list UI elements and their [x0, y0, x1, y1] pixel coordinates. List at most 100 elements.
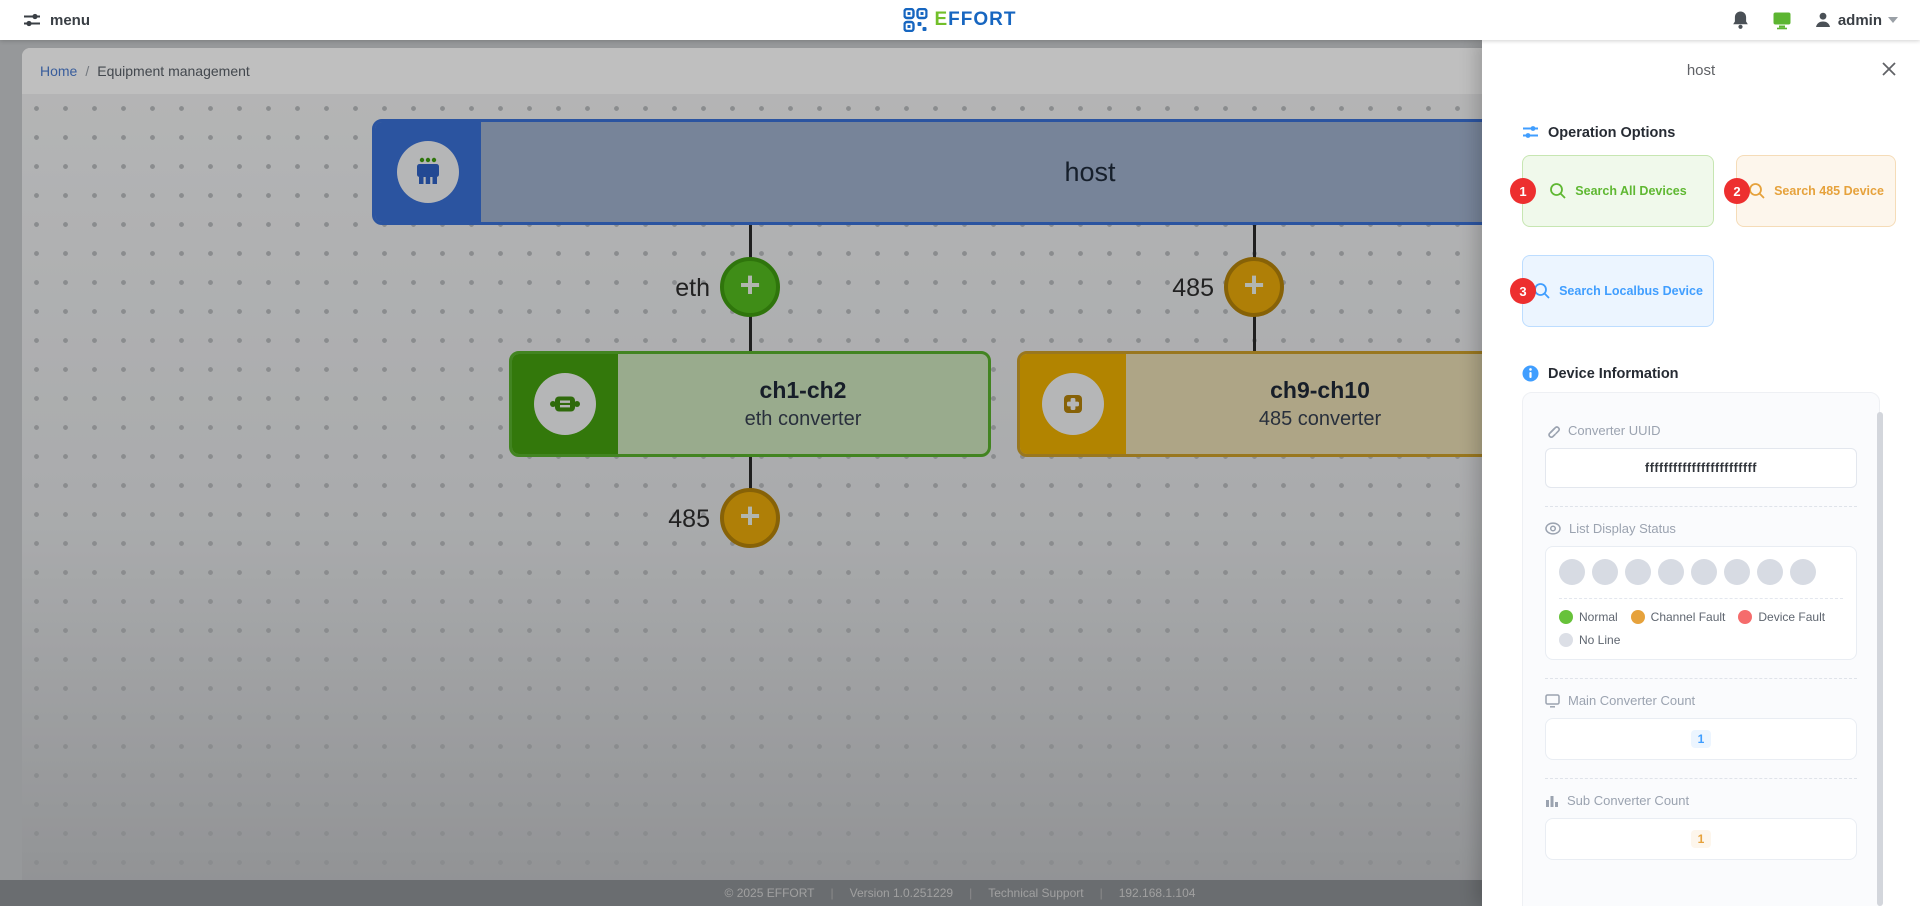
user-menu[interactable]: admin [1814, 11, 1898, 29]
search-485-device-label: Search 485 Device [1774, 184, 1884, 198]
operation-buttons: 1 Search All Devices 2 Search 485 Device… [1510, 155, 1920, 327]
plus-icon: + [739, 264, 761, 305]
status-circle [1658, 559, 1684, 585]
close-icon [1882, 62, 1896, 76]
add-485-device-button-bottom[interactable]: + [720, 488, 780, 548]
no-line-status-dot [1559, 633, 1573, 647]
main-converter-count-value: 1 [1690, 730, 1712, 748]
ch9-body: ch9-ch10 485 converter [1126, 354, 1514, 454]
search-all-devices-button[interactable]: 1 Search All Devices [1510, 155, 1714, 227]
host-body: host [481, 122, 1699, 222]
485-converter-icon [1064, 395, 1082, 413]
ch9-icon-section [1020, 354, 1126, 454]
legend-device-fault-label: Device Fault [1758, 610, 1826, 624]
topbar-actions: admin [1731, 10, 1898, 30]
legend-item-normal: Normal [1559, 610, 1618, 624]
operation-options-title: Operation Options [1548, 124, 1676, 141]
drawer-scrollbar[interactable] [1877, 412, 1883, 906]
host-icon-section [375, 122, 481, 222]
search-icon [1749, 183, 1765, 199]
add-eth-device-button[interactable]: + [720, 257, 780, 317]
bell-icon [1733, 11, 1748, 29]
list-display-status-label: List Display Status [1569, 521, 1676, 536]
node-host[interactable]: host [372, 119, 1702, 225]
plus-icon: + [739, 495, 761, 536]
status-legend: Normal Channel Fault Device Fault No Lin… [1559, 610, 1843, 647]
status-circle [1757, 559, 1783, 585]
legend-channel-fault-label: Channel Fault [1650, 610, 1726, 624]
device-information-title: Device Information [1548, 365, 1679, 382]
footer-technical-support-link[interactable]: Technical Support [988, 886, 1084, 900]
legend-item-channel-fault: Channel Fault [1630, 610, 1726, 624]
footer-copyright: © 2025 EFFORT [724, 886, 815, 900]
drawer-close-button[interactable] [1880, 60, 1898, 78]
breadcrumb-home-link[interactable]: Home [40, 63, 78, 79]
add-485-device-button-top[interactable]: + [1224, 257, 1284, 317]
search-485-device-button[interactable]: 2 Search 485 Device [1724, 155, 1896, 227]
converter-uuid-field[interactable]: ffffffffffffffffffffffff [1545, 448, 1857, 488]
divider [1545, 678, 1857, 679]
breadcrumb-current: Equipment management [97, 63, 250, 79]
list-display-status-label-row: List Display Status [1545, 521, 1857, 536]
ch9-icon-circle [1042, 373, 1104, 435]
divider [1559, 598, 1843, 599]
sub-converter-count-label: Sub Converter Count [1567, 793, 1690, 808]
ch9-subtitle: 485 converter [1258, 408, 1382, 430]
status-circle [1592, 559, 1618, 585]
device-status-button[interactable] [1772, 11, 1792, 30]
converter-uuid-label: Converter UUID [1568, 423, 1661, 438]
menu-label: menu [50, 11, 91, 29]
main-converter-count-label-row: Main Converter Count [1545, 693, 1857, 708]
monitor-online-icon [1773, 12, 1791, 29]
branch-label-485-top: 485 [1172, 274, 1214, 302]
footer-separator: | [830, 886, 834, 900]
ch9-title: ch9-ch10 [1270, 377, 1370, 403]
step-badge-2: 2 [1724, 178, 1750, 204]
brand-wordmark: EFFORT [934, 9, 1016, 31]
monitor-icon [1545, 693, 1560, 708]
breadcrumb-separator: / [85, 63, 90, 79]
eye-icon [1545, 522, 1561, 535]
device-information-header: Device Information [1522, 365, 1920, 382]
username: admin [1837, 11, 1882, 29]
status-placeholder-circles [1559, 559, 1843, 585]
device-fault-status-dot [1738, 610, 1753, 624]
menu-button[interactable]: menu [22, 10, 90, 30]
status-box: Normal Channel Fault Device Fault No Lin… [1545, 546, 1857, 660]
ch1-icon-section [512, 354, 618, 454]
user-icon [1815, 12, 1830, 27]
chevron-down-icon [1888, 17, 1898, 23]
sliders-icon [24, 13, 40, 27]
host-detail-drawer: host Operation Options 1 Search All Devi… [1482, 40, 1920, 906]
brand-qr-icon [903, 8, 928, 32]
brand-logo[interactable]: EFFORT [903, 0, 1016, 40]
search-localbus-device-label: Search Localbus Device [1559, 284, 1703, 298]
info-icon [1522, 365, 1539, 382]
footer-separator: | [969, 886, 973, 900]
plus-icon: + [1243, 264, 1265, 305]
notifications-button[interactable] [1731, 10, 1750, 30]
legend-item-no-line: No Line [1559, 633, 1620, 647]
device-info-card: Converter UUID ffffffffffffffffffffffff … [1522, 392, 1880, 906]
eth-converter-icon [550, 396, 580, 412]
branch-label-485-bottom: 485 [668, 505, 710, 533]
footer-version: Version 1.0.251229 [849, 886, 954, 900]
legend-no-line-label: No Line [1579, 633, 1621, 647]
search-localbus-device-button[interactable]: 3 Search Localbus Device [1510, 255, 1714, 327]
footer-ip-address: 192.168.1.104 [1118, 886, 1196, 900]
status-circle [1559, 559, 1585, 585]
divider [1545, 778, 1857, 779]
divider [1545, 506, 1857, 507]
drawer-title: host [1686, 62, 1716, 79]
search-all-devices-label: Search All Devices [1575, 184, 1687, 198]
top-bar: menu EFFORT [0, 0, 1920, 40]
host-device-icon [417, 157, 439, 184]
ch1-title: ch1-ch2 [759, 377, 847, 403]
status-circle [1625, 559, 1651, 585]
status-circle [1691, 559, 1717, 585]
sub-converter-count-label-row: Sub Converter Count [1545, 793, 1857, 808]
node-ch1-ch2[interactable]: ch1-ch2 eth converter [509, 351, 991, 457]
normal-status-dot [1559, 610, 1573, 624]
footer-separator: | [1099, 886, 1103, 900]
main-converter-count-box: 1 [1545, 718, 1857, 760]
